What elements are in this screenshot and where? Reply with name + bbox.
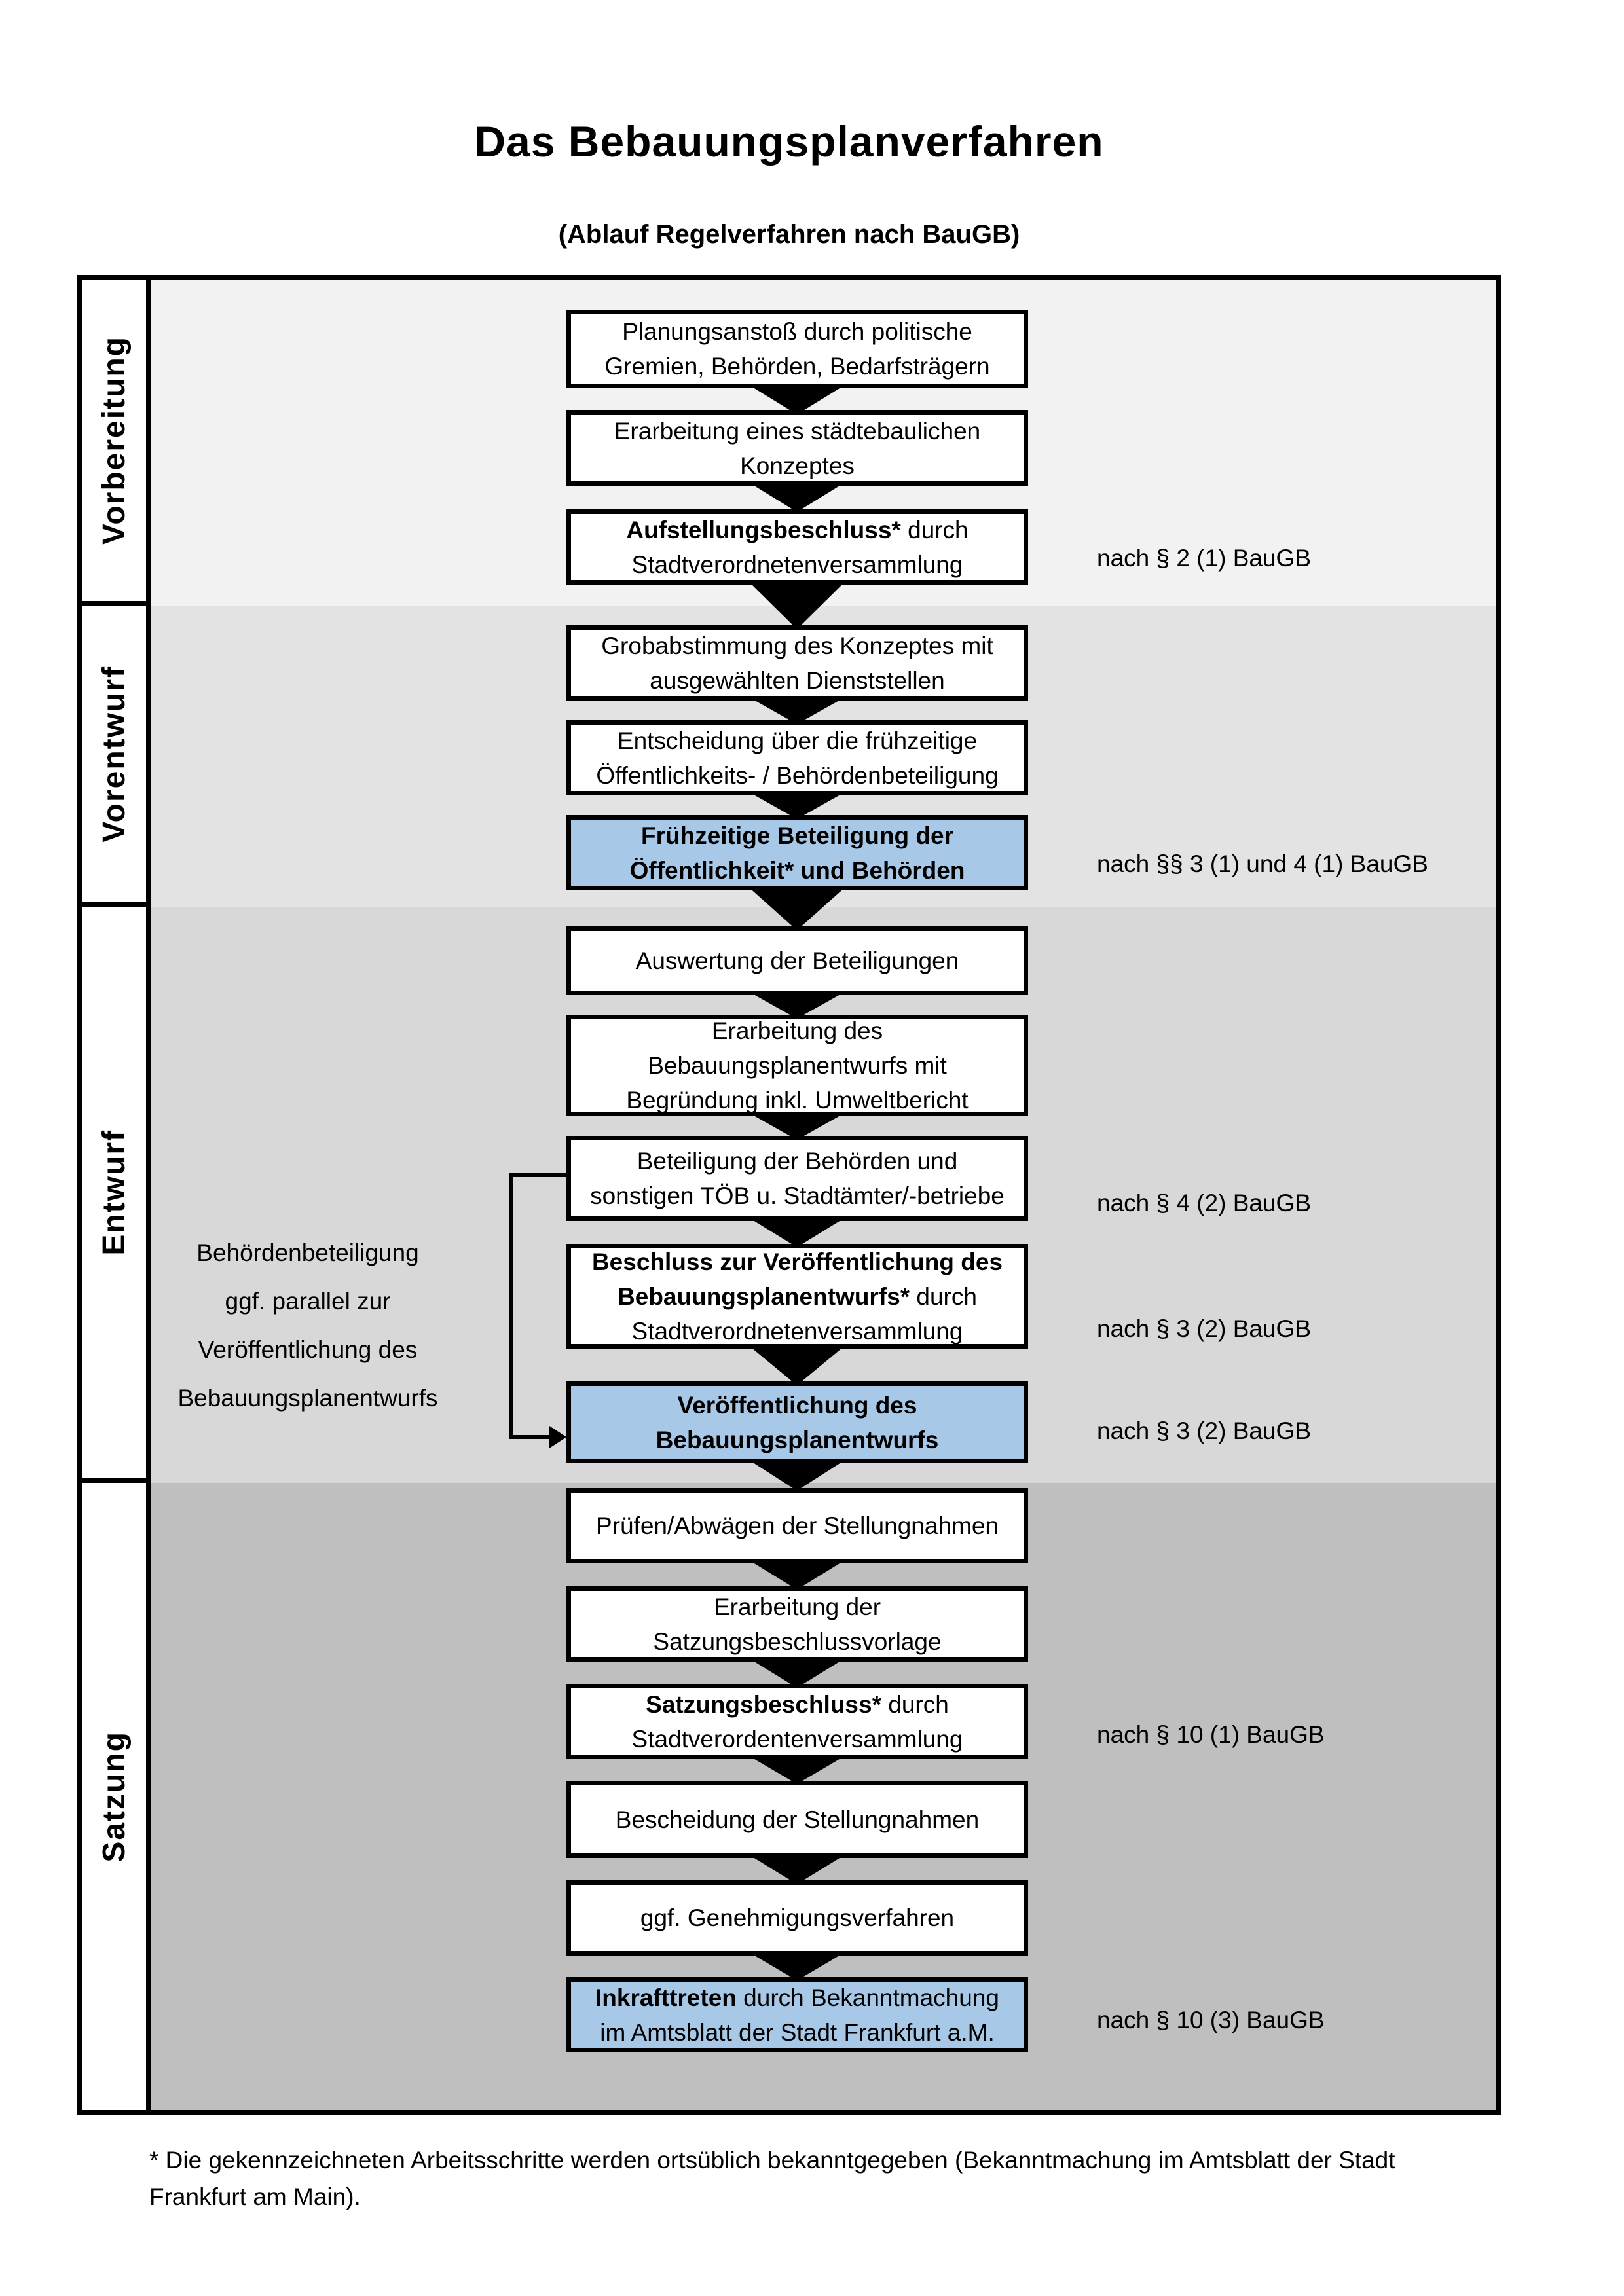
step-text: Inkrafttreten durch Bekanntmachung [595,1984,999,2011]
step-pruefen-abwaegen: Prüfen/Abwägen der Stellungnahmen [566,1488,1028,1563]
flow-arrow-down-icon [748,1217,846,1247]
page-subtitle: (Ablauf Regelverfahren nach BauGB) [558,220,1020,249]
step-behoerdenbeteiligung: Beteiligung der Behörden und sonstigen T… [566,1136,1028,1221]
step-text: Beschluss zur Veröffentlichung des [591,1248,1003,1275]
flow-arrow-down-icon [748,886,846,930]
step-text: Erarbeitung eines städtebaulichen [614,417,981,445]
flow-arrow-down-icon [748,384,846,414]
page-title: Das Bebauungsplanverfahren [474,117,1104,166]
step-genehmigungsverfahren: ggf. Genehmigungsverfahren [566,1880,1028,1956]
step-planungsanstoss: Planungsanstoß durch politische Gremien,… [566,310,1028,388]
flow-arrow-down-icon [748,792,846,819]
step-text: Öffentlichkeits- / Behördenbeteiligung [596,761,999,789]
flow-arrow-down-icon [748,1559,846,1590]
step-text: Grobabstimmung des Konzeptes mit [601,632,993,659]
flow-arrow-down-icon [748,1658,846,1688]
parallel-note: Behördenbeteiligung ggf. parallel zur Ve… [177,1239,438,1412]
flow-arrow-down-icon [748,697,846,724]
flow-arrow-down-icon [748,1345,846,1385]
step-auswertung-beteiligungen: Auswertung der Beteiligungen [566,926,1028,995]
step-text: Auswertung der Beteiligungen [635,947,959,974]
step-inkrafttreten: Inkrafttreten durch Bekanntmachung im Am… [566,1977,1028,2052]
step-text: Konzeptes [740,452,855,479]
connector-segment [509,1435,552,1439]
step-text: Planungsanstoß durch politische [622,318,972,345]
phase-label-satzung: Satzung [96,1730,132,1863]
step-text: Bebauungsplanentwurfs* durch [618,1283,977,1310]
flow-arrow-down-icon [748,482,846,512]
legal-ref-3: nach § 4 (2) BauGB [1097,1190,1312,1216]
step-text: sonstigen TÖB u. Stadtämter/-betriebe [590,1182,1005,1209]
step-text: im Amtsblatt der Stadt Frankfurt a.M. [600,2018,995,2046]
phase-label-vorbereitung: Vorbereitung [96,335,132,545]
legal-ref-5: nach § 3 (2) BauGB [1097,1417,1312,1444]
step-text: Begründung inkl. Umweltbericht [626,1087,969,1114]
flow-arrow-down-icon [748,1112,846,1140]
flow-arrow-down-icon [748,1755,846,1784]
legal-ref-6: nach § 10 (1) BauGB [1097,1721,1325,1748]
legal-ref-4: nach § 3 (2) BauGB [1097,1315,1312,1342]
flow-arrow-down-icon [748,991,846,1019]
step-text: Bebauungsplanentwurfs mit [648,1052,947,1079]
step-satzungsbeschluss: Satzungsbeschluss* durch Stadtverordente… [566,1684,1028,1759]
step-text: Stadtverordnetenversammlung [631,1317,963,1345]
legal-ref-2: nach §§ 3 (1) und 4 (1) BauGB [1097,850,1428,877]
step-fruehzeitige-beteiligung: Frühzeitige Beteiligung der Öffentlichke… [566,815,1028,890]
step-entscheidung-beteiligung: Entscheidung über die frühzeitige Öffent… [566,720,1028,795]
flow-arrow-down-icon [748,581,846,629]
step-entwurf-erarbeitung: Erarbeitung des Bebauungsplanentwurfs mi… [566,1015,1028,1116]
step-text: Öffentlichkeit* und Behörden [629,856,965,884]
step-text: Satzungsbeschlussvorlage [653,1628,942,1655]
step-text: ausgewählten Dienststellen [650,666,945,694]
step-text: Erarbeitung der [713,1593,881,1620]
step-veroeffentlichung-entwurf: Veröffentlichung des Bebauungsplanentwur… [566,1381,1028,1463]
phase-cell-vorentwurf: Vorentwurf [82,606,151,907]
flow-arrow-down-icon [748,1854,846,1884]
step-text: Frühzeitige Beteiligung der [641,822,953,849]
step-text: Prüfen/Abwägen der Stellungnahmen [595,1512,999,1539]
step-text: Gremien, Behörden, Bedarfsträgern [604,353,990,380]
connector-segment [509,1173,513,1439]
phase-cell-satzung: Satzung [82,1483,151,2110]
process-diagram: Vorbereitung Vorentwurf Entwurf Satzung … [77,275,1501,2115]
step-aufstellungsbeschluss: Aufstellungsbeschluss* durch Stadtverord… [566,509,1028,585]
step-grobabstimmung: Grobabstimmung des Konzeptes mit ausgewä… [566,625,1028,701]
footnote: * Die gekennzeichneten Arbeitsschritte w… [149,2147,1395,2210]
step-text: Aufstellungsbeschluss* durch [626,516,969,543]
step-bescheidung: Bescheidung der Stellungnahmen [566,1781,1028,1858]
step-text: Erarbeitung des [711,1017,883,1044]
flow-arrow-down-icon [748,1952,846,1980]
step-text: Entscheidung über die frühzeitige [617,727,978,754]
step-text: Veröffentlichung des [677,1391,917,1419]
step-veroeffentlichungsbeschluss: Beschluss zur Veröffentlichung des Bebau… [566,1244,1028,1349]
connector-segment [509,1173,566,1177]
step-text: Beteiligung der Behörden und [637,1148,958,1175]
arrow-right-head-icon [549,1426,566,1448]
step-text: Bebauungsplanentwurfs [655,1426,939,1453]
phase-cell-vorbereitung: Vorbereitung [82,280,151,606]
step-text: Stadtverordentenversammlung [631,1725,963,1753]
step-konzept-erarbeitung: Erarbeitung eines städtebaulichen Konzep… [566,410,1028,486]
step-text: Bescheidung der Stellungnahmen [615,1806,980,1833]
phase-label-vorentwurf: Vorentwurf [96,665,132,843]
phase-cell-entwurf: Entwurf [82,907,151,1483]
step-text: ggf. Genehmigungsverfahren [640,1904,955,1931]
step-text: Stadtverordnetenversammlung [631,551,963,578]
phase-label-entwurf: Entwurf [96,1129,132,1256]
flow-arrow-down-icon [748,1459,846,1491]
legal-ref-1: nach § 2 (1) BauGB [1097,545,1312,572]
legal-ref-7: nach § 10 (3) BauGB [1097,2007,1325,2033]
step-satzungsvorlage: Erarbeitung der Satzungsbeschlussvorlage [566,1586,1028,1662]
step-text: Satzungsbeschluss* durch [646,1690,949,1718]
